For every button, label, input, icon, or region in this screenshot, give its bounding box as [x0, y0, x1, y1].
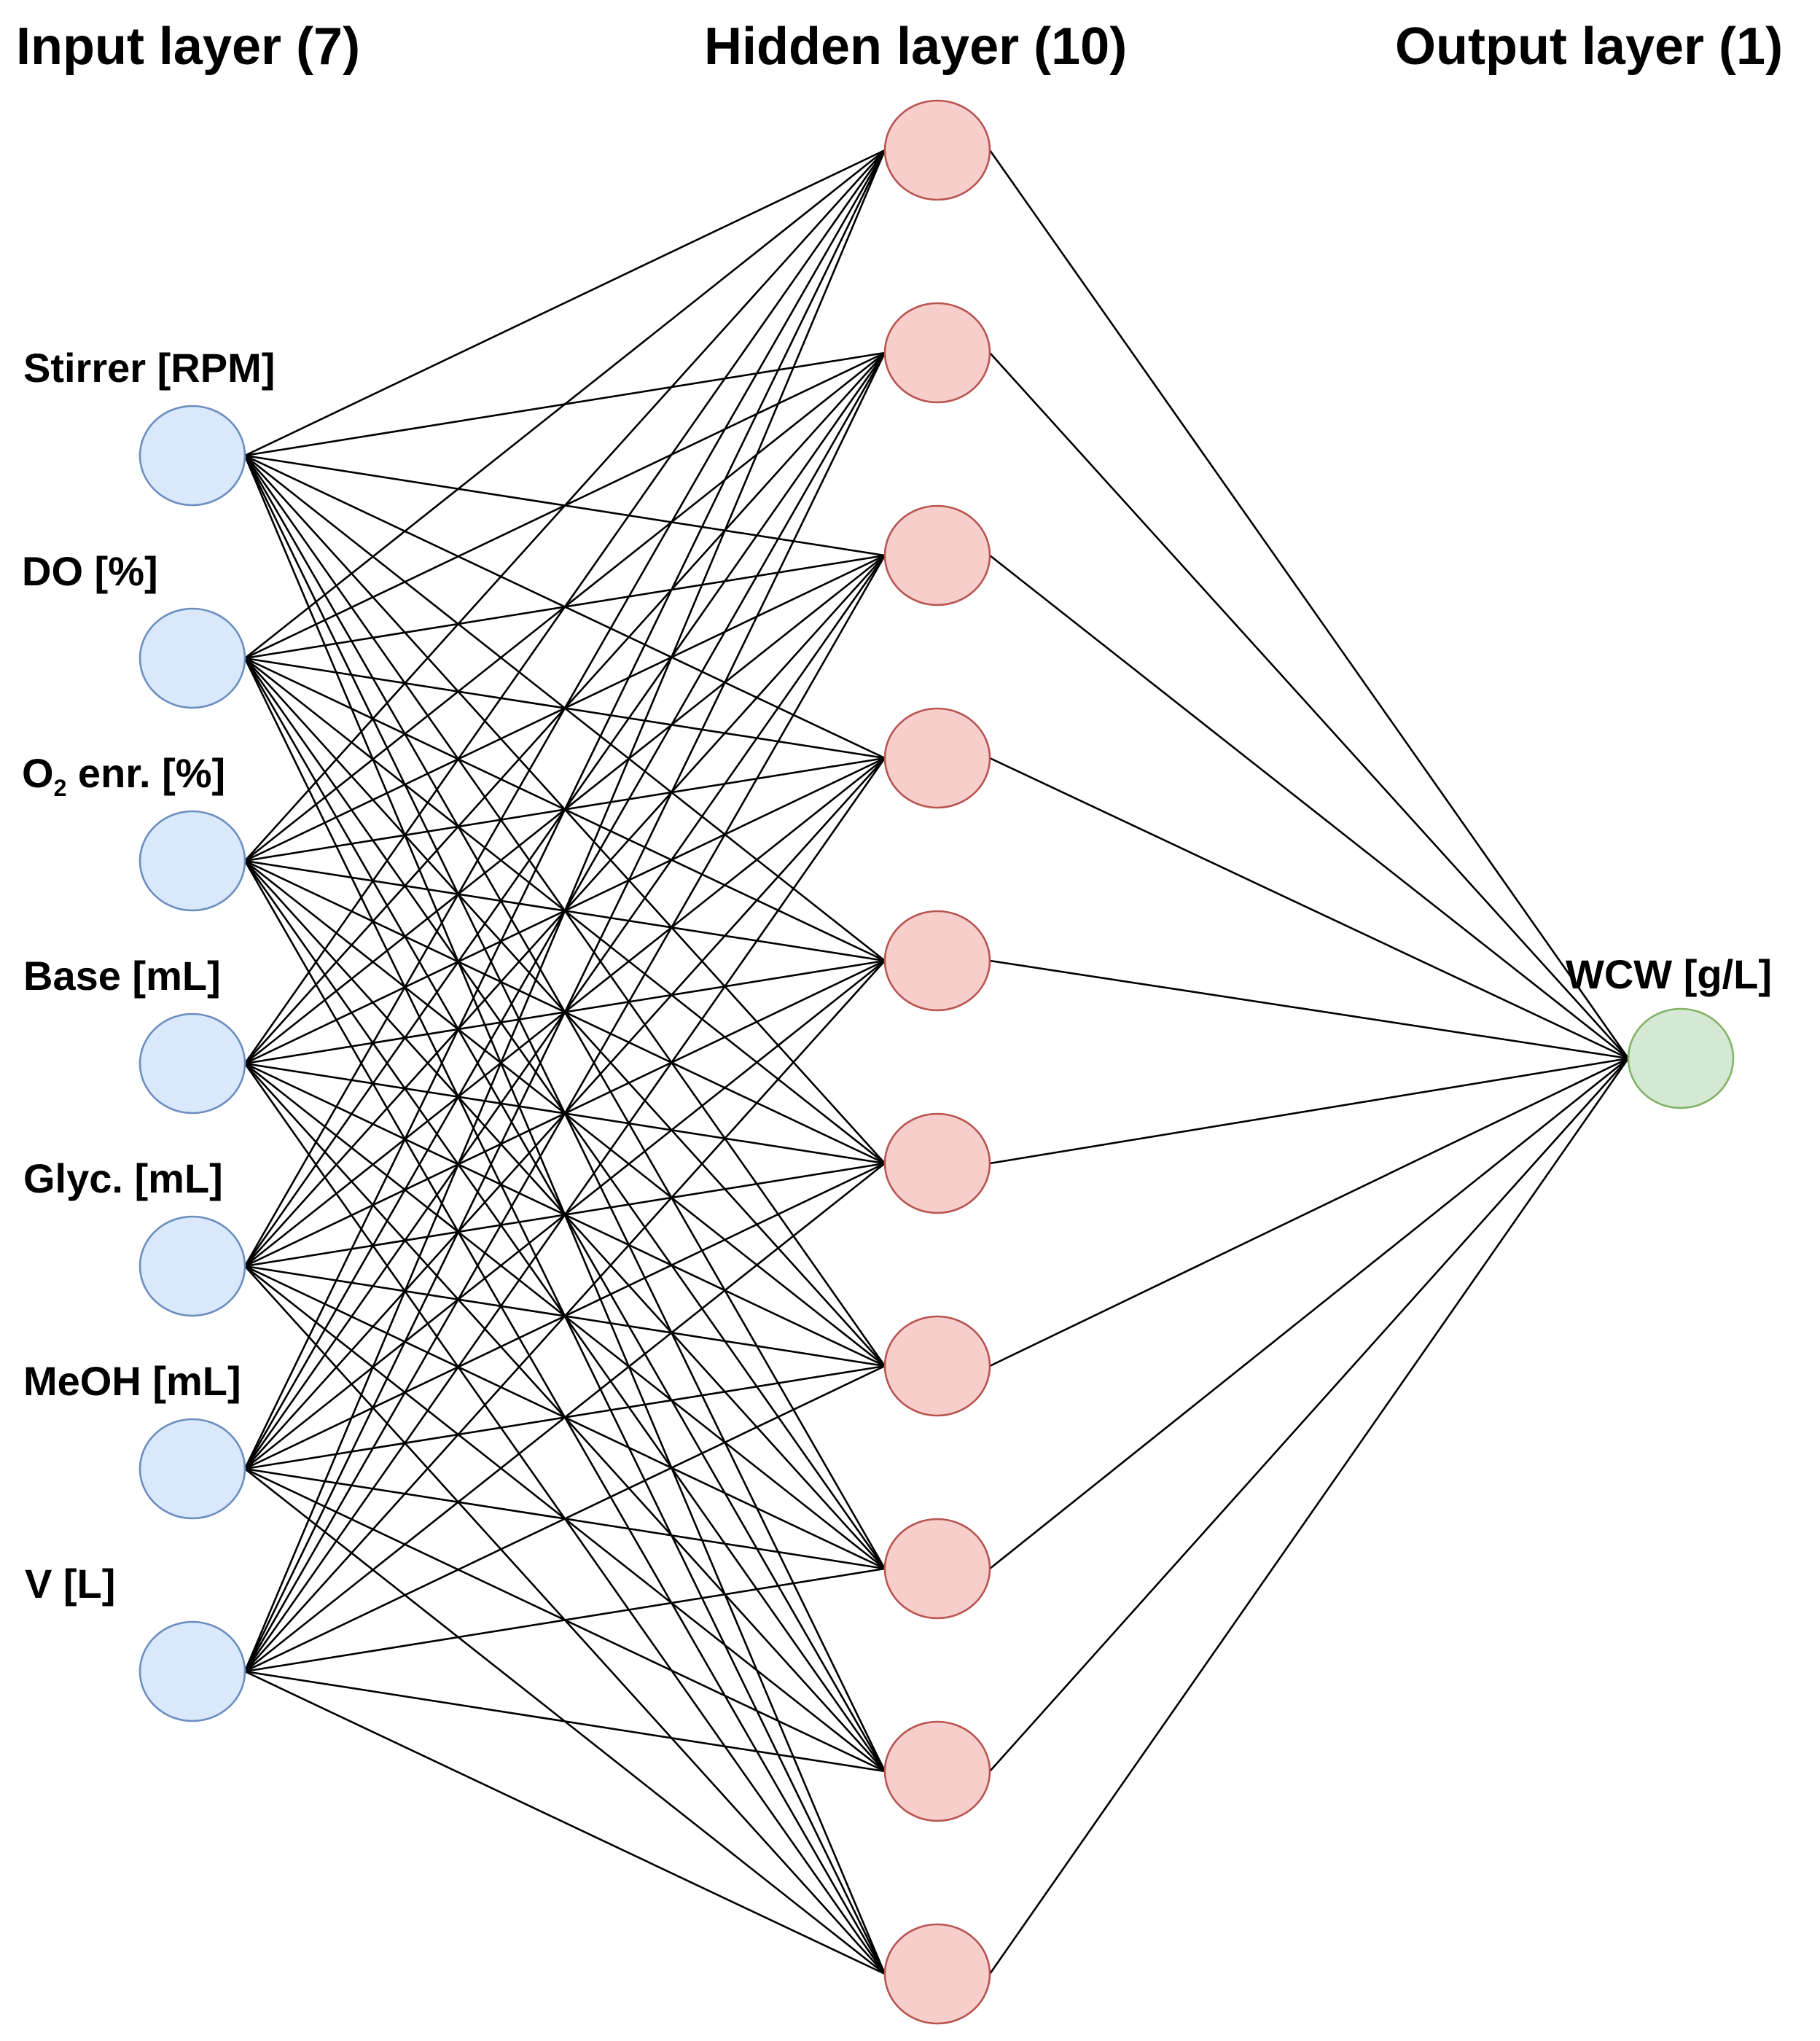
hidden-node-10 [883, 1923, 991, 2025]
edge-hidden-7-output-1 [989, 1057, 1629, 1367]
edge-input-2-hidden-1 [244, 149, 886, 660]
edge-hidden-10-output-1 [988, 1058, 1630, 1975]
edge-input-7-hidden-3 [243, 555, 886, 1672]
o2-rest: enr. [%] [66, 750, 225, 796]
edge-input-7-hidden-1 [243, 149, 886, 1672]
input-label-base: Base [mL] [23, 953, 221, 999]
input-label-do: DO [%] [22, 548, 158, 594]
edge-input-7-hidden-10 [244, 1670, 886, 1975]
hidden-node-8 [883, 1518, 991, 1620]
output-label-wcw: WCW [g/L] [1566, 951, 1772, 997]
input-node-6 [138, 1418, 246, 1520]
input-node-3 [138, 810, 246, 912]
edge-hidden-5-output-1 [989, 959, 1629, 1060]
input-node-5 [138, 1215, 246, 1317]
edge-input-4-hidden-1 [243, 149, 886, 1064]
edge-hidden-8-output-1 [989, 1057, 1629, 1570]
hidden-node-2 [883, 302, 991, 404]
hidden-node-7 [883, 1315, 991, 1417]
edge-input-6-hidden-1 [243, 149, 886, 1470]
input-layer-title: Input layer (7) [16, 17, 360, 76]
input-node-2 [138, 607, 246, 709]
edge-input-7-hidden-9 [244, 1670, 886, 1773]
input-label-stirrer: Stirrer [RPM] [23, 345, 275, 391]
input-label-glyc: Glyc. [mL] [23, 1155, 223, 1201]
o2-main: O [22, 750, 54, 796]
input-node-1 [138, 405, 246, 507]
edge-input-5-hidden-1 [243, 149, 886, 1267]
edge-input-7-hidden-5 [244, 960, 886, 1672]
hidden-node-5 [883, 910, 991, 1012]
nodes [138, 99, 1735, 2025]
input-node-7 [138, 1620, 246, 1722]
hidden-node-6 [883, 1112, 991, 1214]
edge-input-1-hidden-1 [244, 149, 886, 457]
connections [243, 149, 1630, 1975]
edge-input-7-hidden-6 [244, 1162, 886, 1673]
hidden-node-1 [883, 99, 991, 201]
hidden-node-3 [883, 504, 991, 606]
input-label-v: V [L] [25, 1561, 115, 1607]
edge-input-3-hidden-1 [244, 149, 886, 862]
edge-hidden-3-output-1 [989, 554, 1629, 1060]
hidden-node-9 [883, 1720, 991, 1822]
edge-hidden-9-output-1 [989, 1058, 1629, 1772]
edge-input-7-hidden-4 [243, 757, 886, 1672]
o2-subscript: 2 [54, 775, 67, 801]
edge-input-7-hidden-8 [244, 1567, 886, 1673]
edge-input-7-hidden-7 [244, 1365, 886, 1673]
hidden-node-4 [883, 707, 991, 809]
edge-hidden-2-output-1 [989, 352, 1629, 1059]
edge-hidden-6-output-1 [989, 1057, 1629, 1165]
input-label-meoh: MeOH [mL] [23, 1358, 241, 1404]
edge-input-7-hidden-2 [243, 352, 886, 1672]
edge-hidden-1-output-1 [988, 149, 1630, 1059]
input-label-o2-enr: O2 enr. [%] [22, 750, 225, 801]
hidden-layer-title: Hidden layer (10) [704, 17, 1127, 76]
output-node-1 [1627, 1007, 1735, 1109]
edge-hidden-4-output-1 [989, 757, 1629, 1060]
input-node-4 [138, 1012, 246, 1115]
output-layer-title: Output layer (1) [1395, 17, 1783, 76]
